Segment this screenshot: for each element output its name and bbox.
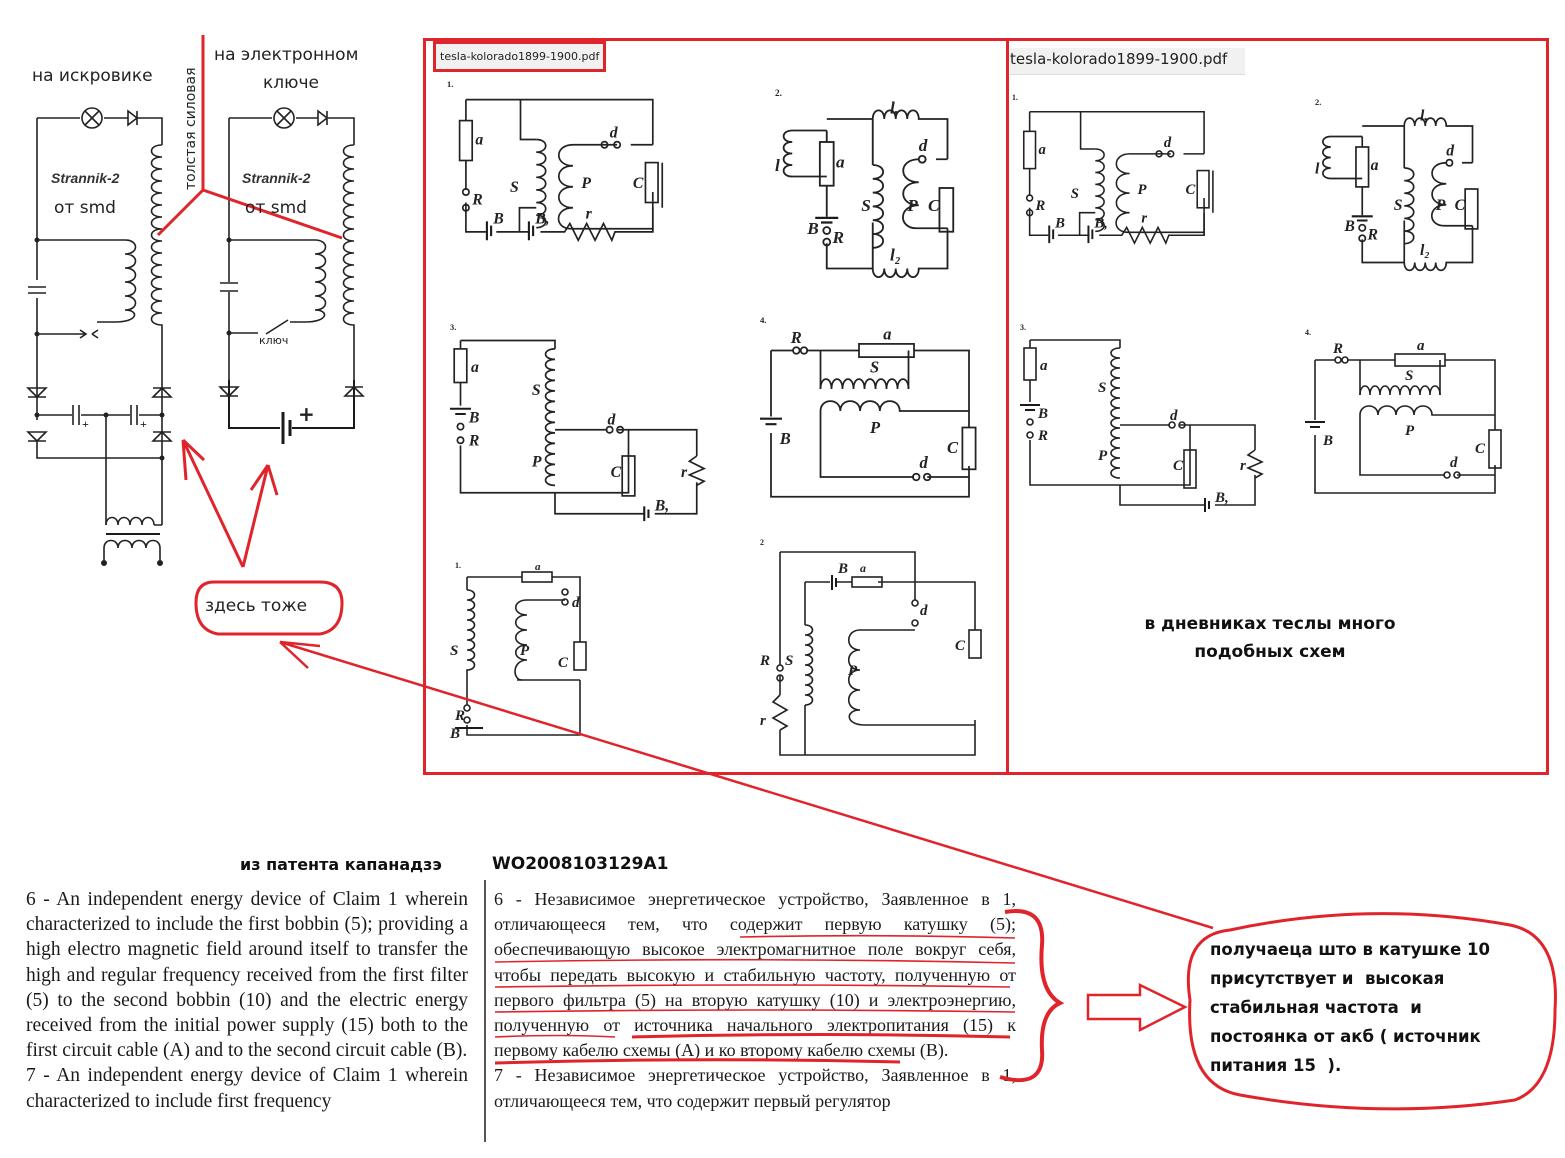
electronic-key-title-line1: на электронном (214, 45, 359, 65)
spark-gap-title: на искровике (32, 66, 153, 86)
svg-text:+: + (140, 417, 147, 431)
diode-icon (26, 431, 48, 443)
tesla-note-line2: подобных схем (1194, 642, 1346, 662)
pdf-tab-left-label: tesla-kolorado1899-1900.pdf (440, 50, 600, 63)
patent-english-text: 6 - An independent energy device of Clai… (26, 887, 468, 1114)
lamp-icon (273, 107, 295, 129)
tesla-note: в дневниках теслы много подобных схем (1105, 610, 1435, 666)
pdf-tab-left[interactable]: tesla-kolorado1899-1900.pdf (433, 41, 607, 72)
strannik-label-right: Strannik-2 (242, 170, 311, 186)
conclusion-line-4: постоянка от акб ( источник (1210, 1027, 1481, 1046)
smd-label-left: от smd (54, 198, 116, 218)
diode-icon (26, 387, 48, 399)
conclusion-line-2: присутствует и высокая (1210, 969, 1445, 988)
here-too-callout: здесь тоже (205, 596, 308, 616)
pdf-tab-right-label: tesla-kolorado1899-1900.pdf (1010, 50, 1228, 68)
diode-icon (218, 386, 240, 398)
diode-icon (317, 109, 329, 127)
svg-text:+: + (82, 417, 89, 431)
lamp-icon (81, 107, 103, 129)
tesla-note-line1: в дневниках теслы много (1144, 614, 1396, 634)
conclusion-line-1: получаеца што в катушке 10 (1210, 940, 1490, 959)
battery-icon (281, 412, 292, 444)
tesla-panel-left (423, 38, 1006, 775)
electronic-key-title-line2: ключе (263, 73, 319, 93)
thick-power-label: толстая силовая (183, 67, 199, 190)
patent-column-divider (484, 880, 486, 1142)
patent-ru-claim-6: 6 - Независимое энергетическое устройств… (494, 889, 1016, 1061)
patent-number: WO2008103129A1 (492, 854, 669, 874)
battery-plus-sign: + (298, 402, 315, 426)
diode-icon (343, 385, 365, 397)
diode-icon (127, 109, 139, 127)
conclusion-line-3: стабильная частота и (1210, 998, 1422, 1017)
electronic-key-circuit (218, 107, 365, 444)
conclusion-line-5: питания 15 ). (1210, 1056, 1342, 1075)
smd-label-right: от smd (245, 198, 307, 218)
diode-icon (151, 386, 173, 398)
patent-ru-claim-7: 7 - Независимое энергетическое устройств… (494, 1065, 1016, 1111)
left-schematics-drawing: + + (26, 35, 365, 568)
key-label: ключ (259, 334, 289, 347)
spark-gap-circuit: + + (26, 107, 173, 566)
patent-en-claim-6: 6 - An independent energy device of Clai… (26, 889, 468, 1062)
strannik-label-left: Strannik-2 (51, 170, 120, 186)
pdf-tab-right[interactable]: tesla-kolorado1899-1900.pdf (1010, 48, 1245, 75)
patent-en-claim-7: 7 - An independent energy device of Clai… (26, 1065, 468, 1112)
conclusion-bubble: получаеца што в катушке 10 присутствует … (1210, 935, 1540, 1080)
patent-russian-text: 6 - Независимое энергетическое устройств… (494, 887, 1016, 1114)
tesla-panel-right (1006, 38, 1549, 775)
patent-source-label: из патента капанадзэ (240, 855, 442, 874)
